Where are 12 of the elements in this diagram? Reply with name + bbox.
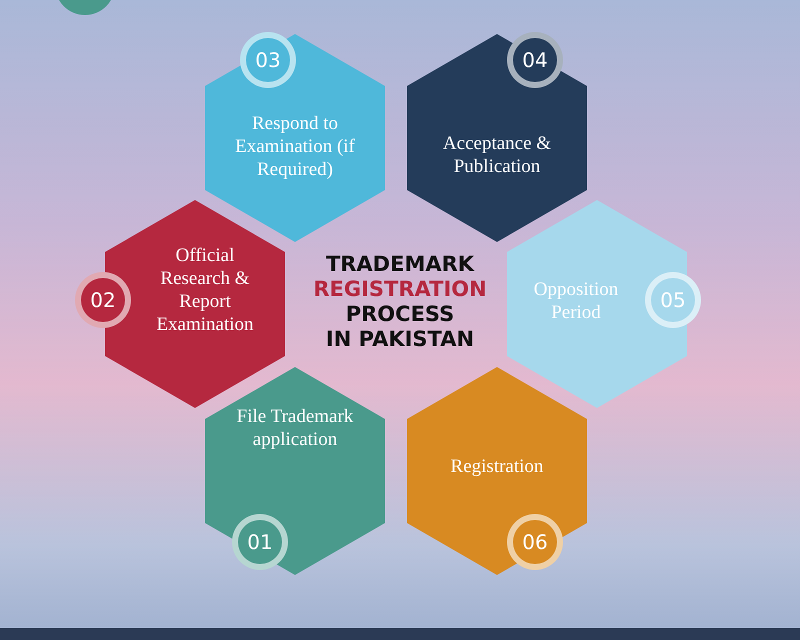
step-text: File Trademark application — [236, 405, 354, 451]
step-text: Respond to Examination (if Required) — [235, 112, 355, 181]
hexagon-step — [205, 367, 385, 575]
hexagon-step — [205, 34, 385, 242]
hexagon-step — [407, 34, 587, 242]
step-text: Opposition Period — [532, 278, 620, 324]
hexagon-step — [407, 367, 587, 575]
step-text: Official Research & Report Examination — [155, 244, 255, 336]
step-text: Acceptance & Publication — [442, 132, 552, 178]
step-number: 02 — [75, 272, 131, 328]
title: TRADEMARK REGISTRATION PROCESS IN PAKISTAN — [312, 252, 488, 352]
step-text: Registration — [450, 455, 544, 478]
